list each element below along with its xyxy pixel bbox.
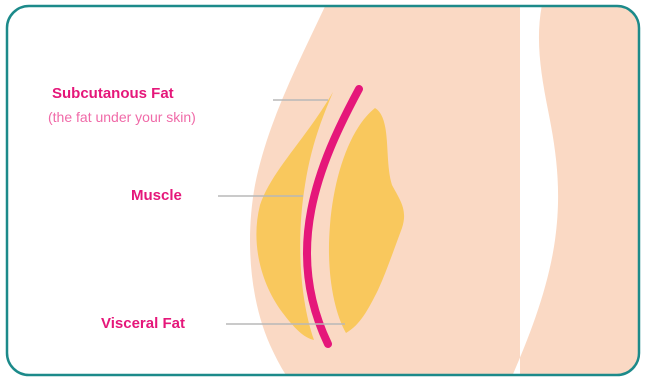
visceral-fat-label: Visceral Fat <box>101 315 185 333</box>
muscle-label: Muscle <box>131 187 182 205</box>
subcutaneous-fat-note: (the fat under your skin) <box>48 108 196 126</box>
subcutaneous-fat-label: Subcutanous Fat <box>52 85 174 103</box>
